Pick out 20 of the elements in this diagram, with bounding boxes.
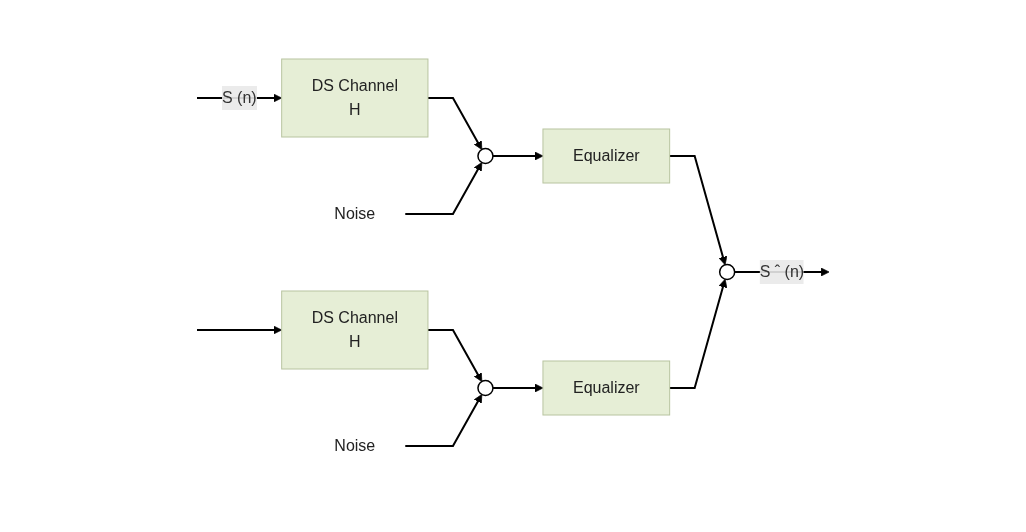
node-text: Noise: [334, 205, 376, 222]
arrow: [404, 162, 483, 215]
node-circle: [718, 263, 736, 281]
node-box: Equalizer: [542, 360, 671, 416]
arrow: [491, 151, 544, 161]
edge-label: S (n): [221, 89, 257, 106]
edge-label: S ˆ (n): [759, 263, 805, 280]
arrow: [491, 383, 544, 393]
node-box: Equalizer: [542, 128, 671, 184]
arrow: [426, 329, 483, 382]
arrow: [195, 325, 282, 335]
node-box: DS Channel H: [281, 290, 429, 370]
node-box: DS Channel H: [281, 58, 429, 138]
node-text: Noise: [334, 437, 376, 454]
node-circle: [477, 379, 494, 397]
arrow: [668, 155, 728, 266]
arrow: [668, 278, 728, 389]
arrow: [426, 97, 483, 150]
arrow: [404, 394, 483, 447]
node-circle: [477, 147, 494, 165]
